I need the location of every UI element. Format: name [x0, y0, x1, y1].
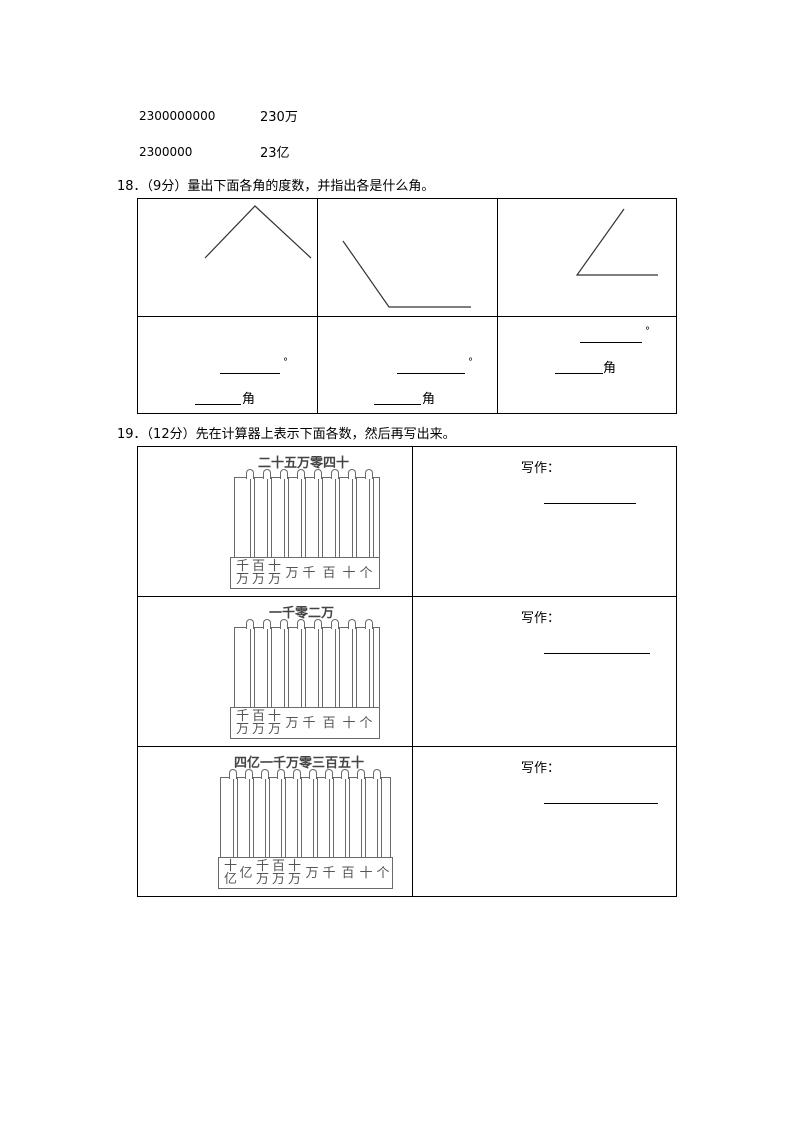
write-label-2: 写作： — [521, 611, 561, 626]
number-words-2: 一千零二万 — [269, 606, 335, 621]
rod — [345, 777, 346, 857]
answer-cell-3: ° 角 — [498, 317, 676, 413]
angle-type-blank-1[interactable] — [195, 404, 241, 405]
abacus-cell-3: 四亿一千万零三百五十 十亿 亿 千万 百万 十万 — [138, 747, 413, 896]
degree-symbol-2: ° — [468, 357, 473, 368]
angle-cell-3 — [498, 199, 676, 317]
rod — [318, 627, 319, 707]
rod — [265, 777, 266, 857]
write-blank-2[interactable] — [544, 653, 650, 654]
rod — [250, 477, 251, 557]
write-label-1: 写作： — [521, 461, 561, 476]
matching-left-1: 2300000000 — [139, 109, 216, 123]
angle-1-icon — [204, 205, 312, 259]
abacus-base-1: 千万 百万 十万 万 千 百 十 个 — [230, 557, 380, 589]
q19-row-2: 一千零二万 千万 百万 十万 万 千 百 十 — [138, 597, 676, 747]
write-cell-3: 写作： — [413, 747, 676, 896]
answer-cell-1: ° 角 — [138, 317, 318, 413]
abacus-1: 千万 百万 十万 万 千 百 十 个 — [230, 469, 380, 591]
rod — [267, 477, 268, 557]
rod — [301, 627, 302, 707]
degree-symbol-3: ° — [645, 326, 650, 337]
rod — [313, 777, 314, 857]
number-words-1: 二十五万零四十 — [258, 456, 350, 471]
angle-3-icon — [575, 208, 658, 276]
angle-suffix-3: 角 — [603, 361, 617, 376]
rod — [284, 627, 285, 707]
rod — [329, 777, 330, 857]
abacus-cell-2: 一千零二万 千万 百万 十万 万 千 百 十 — [138, 597, 413, 746]
rod — [233, 777, 234, 857]
angle-suffix-2: 角 — [422, 392, 436, 407]
degree-blank-1[interactable] — [220, 373, 280, 374]
abacus-base-2: 千万 百万 十万 万 千 百 十 个 — [230, 707, 380, 739]
rod — [250, 627, 251, 707]
write-blank-3[interactable] — [544, 803, 658, 804]
write-blank-1[interactable] — [544, 503, 636, 504]
matching-right-2: 23亿 — [260, 146, 290, 161]
rod — [249, 777, 250, 857]
rod — [318, 477, 319, 557]
rod — [361, 777, 362, 857]
abacus-cell-1: 二十五万零四十 千万 百万 十万 万 千 百 十 — [138, 447, 413, 596]
q18-table: ° 角 ° 角 ° 角 — [137, 198, 677, 414]
rod — [267, 627, 268, 707]
angle-2-icon — [342, 240, 471, 308]
rod — [335, 477, 336, 557]
write-cell-1: 写作： — [413, 447, 676, 596]
q18-title: 18．（9分）量出下面各角的度数，并指出各是什么角。 — [117, 179, 435, 194]
q19-row-1: 二十五万零四十 千万 百万 十万 万 千 百 十 — [138, 447, 676, 597]
angle-suffix-1: 角 — [242, 392, 256, 407]
degree-blank-2[interactable] — [397, 373, 465, 374]
angle-type-blank-2[interactable] — [374, 404, 421, 405]
abacus-2: 千万 百万 十万 万 千 百 十 个 — [230, 619, 380, 741]
rod — [297, 777, 298, 857]
rod — [369, 477, 370, 557]
write-label-3: 写作： — [521, 761, 561, 776]
answer-cell-2: ° 角 — [318, 317, 498, 413]
rod — [335, 627, 336, 707]
q19-table: 二十五万零四十 千万 百万 十万 万 千 百 十 — [137, 446, 677, 897]
matching-left-2: 2300000 — [139, 145, 193, 159]
rod — [284, 477, 285, 557]
matching-right-1: 230万 — [260, 110, 298, 125]
abacus-3: 十亿 亿 千万 百万 十万 万 千 百 十 个 — [218, 769, 393, 891]
rod — [281, 777, 282, 857]
angle-type-blank-3[interactable] — [555, 373, 603, 374]
rod — [352, 477, 353, 557]
angle-cell-1 — [138, 199, 318, 317]
rod — [369, 627, 370, 707]
q19-title: 19．（12分）先在计算器上表示下面各数，然后再写出来。 — [117, 427, 456, 442]
rod — [377, 777, 378, 857]
rod — [352, 627, 353, 707]
angle-cell-2 — [318, 199, 498, 317]
abacus-base-3: 十亿 亿 千万 百万 十万 万 千 百 十 个 — [218, 857, 393, 889]
degree-symbol-1: ° — [283, 357, 288, 368]
number-words-3: 四亿一千万零三百五十 — [234, 756, 365, 771]
degree-blank-3[interactable] — [580, 342, 642, 343]
write-cell-2: 写作： — [413, 597, 676, 746]
rod — [301, 477, 302, 557]
q19-row-3: 四亿一千万零三百五十 十亿 亿 千万 百万 十万 — [138, 747, 676, 896]
